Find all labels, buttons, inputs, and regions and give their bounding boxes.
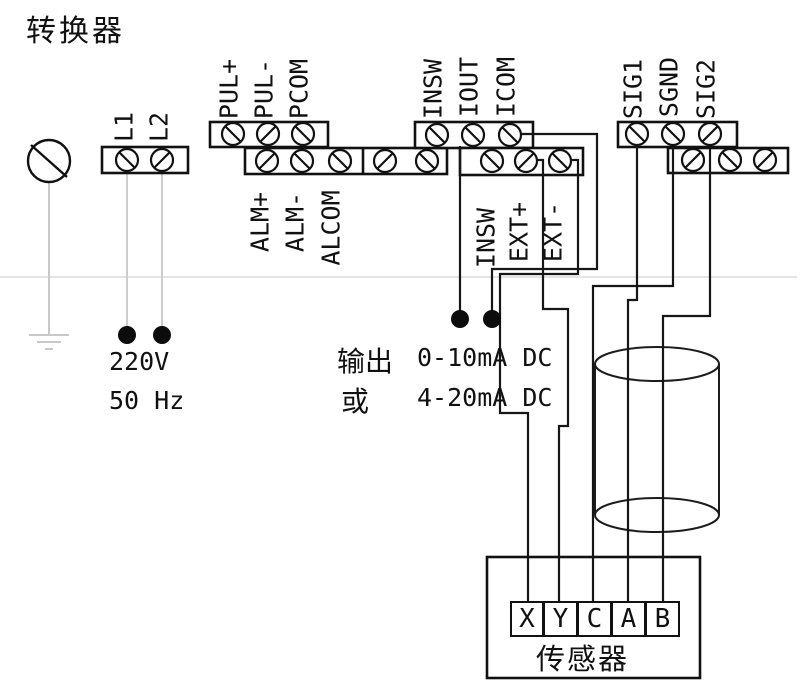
label-insw-lower: INSW xyxy=(471,207,501,269)
screw-ext-minus xyxy=(547,148,573,174)
screw-pul-plus xyxy=(220,121,246,147)
label-iout: IOUT xyxy=(454,56,484,118)
label-alm-minus: ALM- xyxy=(280,191,310,253)
screw-icom xyxy=(497,122,523,148)
label-alm-plus: ALM+ xyxy=(245,191,275,253)
label-sig2: SIG2 xyxy=(691,58,721,120)
output-or-label: 或 xyxy=(341,385,370,418)
screw-alcom xyxy=(327,148,353,174)
screw-alm-minus xyxy=(289,148,315,174)
sensor-terminal-x: X xyxy=(510,601,544,637)
block-mains xyxy=(100,145,190,175)
screw-alm-plus xyxy=(254,148,280,174)
sensor-title: 传感器 xyxy=(536,642,630,676)
screw-sb-2 xyxy=(717,147,743,173)
screw-l1 xyxy=(114,147,140,173)
output-dot-plus xyxy=(451,310,469,328)
label-icom: ICOM xyxy=(491,56,521,118)
mains-dot-l1 xyxy=(118,326,136,344)
mains-voltage: 220V xyxy=(109,347,170,376)
output-label: 输出 xyxy=(337,345,394,378)
wire-sig2-to-b xyxy=(661,147,712,601)
mains-dot-l2 xyxy=(153,326,171,344)
block-alarm xyxy=(243,146,449,176)
converter-title: 转换器 xyxy=(26,14,125,49)
screw-aux-1 xyxy=(372,148,398,174)
earth-ground-symbol xyxy=(29,183,69,350)
label-sig1: SIG1 xyxy=(618,58,648,120)
screw-insw-upper xyxy=(424,122,450,148)
screw-sb-1 xyxy=(680,147,706,173)
ground-screw-icon xyxy=(26,138,72,184)
screw-sb-3 xyxy=(752,147,778,173)
output-range-1: 0-10mA DC xyxy=(417,343,553,372)
mains-wires xyxy=(126,173,163,328)
screw-sgnd xyxy=(660,121,686,147)
sensor-cylinder xyxy=(594,346,720,533)
label-ext-plus: EXT+ xyxy=(504,201,534,263)
sensor-terminal-row: X Y C A B xyxy=(510,601,680,637)
screw-aux-2 xyxy=(414,148,440,174)
screw-l2 xyxy=(149,147,175,173)
screw-pcom xyxy=(290,121,316,147)
sensor-terminal-a: A xyxy=(612,601,646,637)
label-sgnd: SGND xyxy=(654,56,684,118)
wire-sgnd-to-c xyxy=(591,147,675,601)
connection-dots xyxy=(118,310,501,344)
sensor-terminal-c: C xyxy=(578,601,612,637)
output-range-2: 4-20mA DC xyxy=(417,383,553,412)
label-pul-minus: PUL- xyxy=(249,58,279,120)
screw-iout xyxy=(460,122,486,148)
label-l1: L1 xyxy=(109,111,139,143)
label-l2: L2 xyxy=(144,111,174,143)
sensor-terminal-b: B xyxy=(646,601,680,637)
block-signal-lower xyxy=(666,146,790,175)
screw-pul-minus xyxy=(255,121,281,147)
output-dot-minus xyxy=(483,310,501,328)
label-ext-minus: EXT- xyxy=(538,201,568,263)
label-insw-upper: INSW xyxy=(418,58,448,120)
screw-ext-plus xyxy=(513,148,539,174)
block-pulse xyxy=(208,120,330,149)
sensor-terminal-y: Y xyxy=(544,601,578,637)
terminal-screws xyxy=(114,121,778,174)
label-pcom: PCOM xyxy=(284,58,314,120)
block-input-lower xyxy=(458,146,585,177)
block-input-upper xyxy=(413,120,535,150)
mains-frequency: 50 Hz xyxy=(109,386,185,415)
screw-insw-lower xyxy=(479,148,505,174)
label-pul-plus: PUL+ xyxy=(214,58,244,120)
block-signal-upper xyxy=(616,120,739,149)
screw-sig2 xyxy=(697,121,723,147)
label-alcom: ALCOM xyxy=(316,190,346,266)
wire-sig1-to-a xyxy=(626,147,639,601)
screw-sig1 xyxy=(624,121,650,147)
